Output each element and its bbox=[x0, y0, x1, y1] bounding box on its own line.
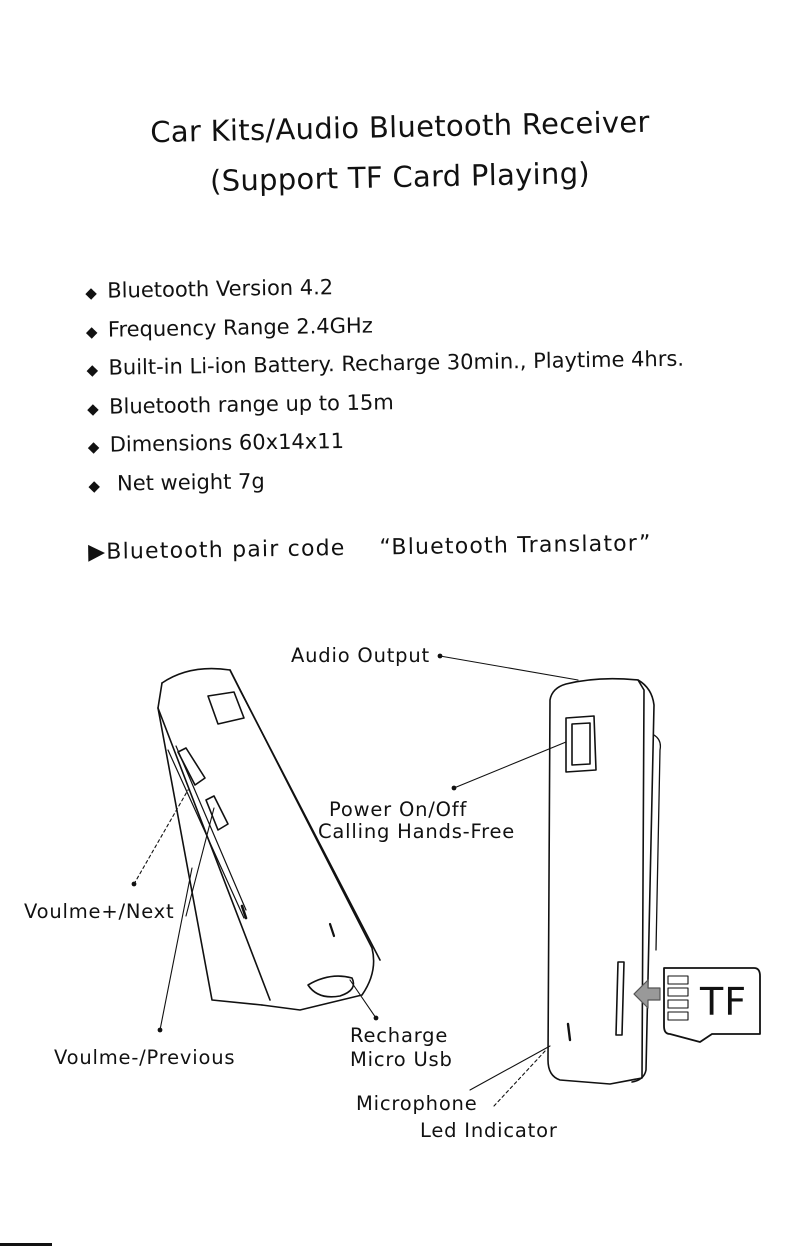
receiver-angled-illustration bbox=[157, 667, 381, 1011]
leader-dots bbox=[131, 653, 457, 1033]
label-volume-down: Voulme-/Previous bbox=[54, 1046, 236, 1069]
label-recharge: Recharge bbox=[350, 1024, 449, 1047]
label-calling: Calling Hands-Free bbox=[318, 820, 516, 843]
label-audio-output: Audio Output bbox=[291, 644, 430, 667]
tf-card-illustration bbox=[633, 967, 761, 1043]
receiver-side-illustration bbox=[547, 677, 662, 1085]
label-power: Power On/Off bbox=[329, 798, 468, 821]
label-led-indicator: Led Indicator bbox=[420, 1119, 558, 1142]
label-microphone: Microphone bbox=[356, 1092, 478, 1115]
label-volume-up: Voulme+/Next bbox=[24, 900, 175, 923]
bottom-rule bbox=[0, 1243, 52, 1246]
leader-lines bbox=[133, 655, 579, 1107]
tf-card-label: TF bbox=[700, 980, 748, 1024]
label-micro-usb: Micro Usb bbox=[350, 1048, 453, 1071]
